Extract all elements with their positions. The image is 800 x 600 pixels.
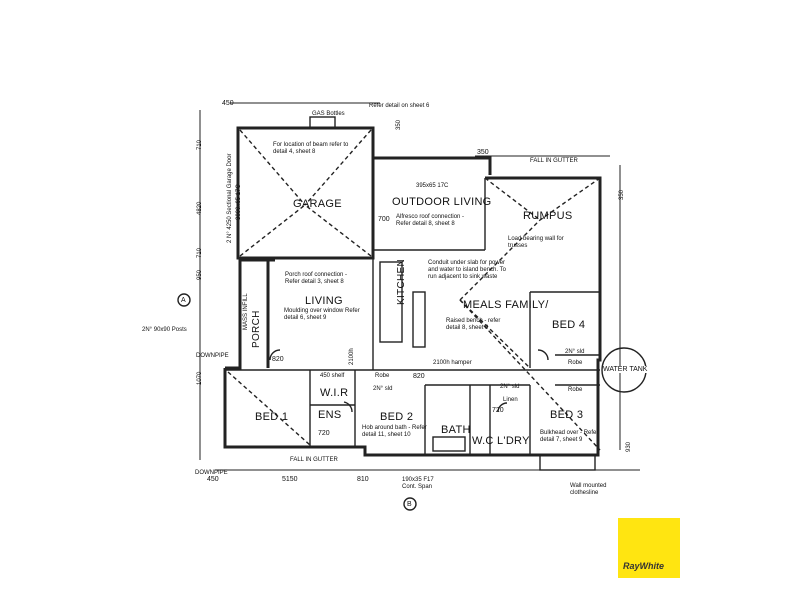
note-clothesline: Wall mounted clothesline xyxy=(570,483,607,496)
note-robe-bed4: Robe xyxy=(568,360,583,366)
note-mass-infill: MASS INFILL xyxy=(243,293,249,330)
note-window: 3000x65 17C xyxy=(236,184,242,220)
dim-710-b: 710 xyxy=(197,247,203,258)
room-bed2: BED 2 xyxy=(380,411,414,423)
room-rumpus: RUMPUS xyxy=(523,210,573,222)
dim-710-a: 710 xyxy=(197,139,203,150)
note-beam: For location of beam refer to detail 4, … xyxy=(273,142,349,155)
dim-950: 950 xyxy=(197,269,203,280)
room-water-tank: WATER TANK xyxy=(603,366,648,373)
room-ldry: L'DRY xyxy=(497,435,530,447)
dim-4820: 4820 xyxy=(197,201,203,215)
dim-930: 930 xyxy=(626,441,632,452)
dim-820-b: 820 xyxy=(413,373,425,380)
dim-1070: 1070 xyxy=(197,371,203,385)
dim-720-a: 720 xyxy=(318,430,330,437)
room-wc: W.C xyxy=(472,435,494,447)
room-wir: W.I.R xyxy=(320,387,349,399)
section-marker-a: A xyxy=(181,297,186,304)
note-linen: Linen xyxy=(503,397,518,403)
note-garage-door: 2 N° 4250 Sectional Garage Door xyxy=(227,153,233,243)
note-posts: 2N° 90x90 Posts xyxy=(142,327,187,333)
note-downpipe-left: DOWNPIPE xyxy=(195,470,228,476)
room-ens: ENS xyxy=(318,409,342,421)
note-load-bearing: Load bearing wall for trusses xyxy=(508,236,564,249)
note-2sld-bed4: 2N° sld xyxy=(565,349,585,355)
note-2sld-wc: 2N° sld xyxy=(500,384,520,390)
note-refer-sheet6: Refer detail on sheet 6 xyxy=(369,103,430,109)
dim-450-top: 450 xyxy=(222,100,234,107)
dim-350-r2: 350 xyxy=(619,189,625,200)
room-meals-family: MEALS FAMILY/ xyxy=(463,299,549,311)
note-fall-gutter-top: FALL IN GUTTER xyxy=(530,158,578,164)
note-hamper: 2100h hamper xyxy=(433,360,472,366)
room-garage: GARAGE xyxy=(293,198,342,210)
raywhite-logo-text: RayWhite xyxy=(623,561,665,571)
dim-450-bot: 450 xyxy=(207,476,219,483)
note-fall-gutter-bottom: FALL IN GUTTER xyxy=(290,457,338,463)
note-downpipe-right: DOWNPIPE xyxy=(196,353,229,359)
note-robe-bed3: Robe xyxy=(568,387,583,393)
note-alfresco-roof: Alfresco roof connection - Refer detail … xyxy=(396,214,465,227)
note-robe-bed2: Robe xyxy=(375,373,390,379)
room-outdoor-living: OUTDOOR LIVING xyxy=(392,196,492,208)
room-bath: BATH xyxy=(441,424,471,436)
dim-810: 810 xyxy=(357,476,369,483)
room-bed1: BED 1 xyxy=(255,411,289,423)
note-porch-roof: Porch roof connection - Refer detail 3, … xyxy=(285,272,348,285)
note-shelf: 450 shelf xyxy=(320,373,345,379)
note-2sld-bed2: 2N° sld xyxy=(373,386,393,392)
note-raised-bench: Raised bench - refer detail 8, sheet 9 xyxy=(446,318,501,331)
room-living: LIVING xyxy=(305,295,343,307)
note-bulkhead: Bulkhead over - Refer detail 7, sheet 9 xyxy=(540,430,599,443)
note-lintel: 190x35 F17 Cont. Span xyxy=(402,477,434,490)
room-kitchen: KITCHEN xyxy=(396,259,407,305)
dim-350-top: 350 xyxy=(396,119,402,130)
dim-700: 700 xyxy=(378,216,390,223)
room-bed3: BED 3 xyxy=(550,409,584,421)
note-hob-bath: Hob around bath - Refer detail 11, sheet… xyxy=(362,425,427,438)
note-moulding: Moulding over window Refer detail 6, she… xyxy=(284,308,360,321)
dim-720-b: 720 xyxy=(492,407,504,414)
dim-820-a: 820 xyxy=(272,356,284,363)
dim-5150: 5150 xyxy=(282,476,298,483)
dim-2100h: 2100h xyxy=(349,348,355,365)
note-alfresco-beam: 395x65 17C xyxy=(416,183,449,189)
room-bed4: BED 4 xyxy=(552,319,586,331)
dim-350-r1: 350 xyxy=(477,149,489,156)
raywhite-logo: RayWhite xyxy=(618,518,680,578)
room-porch: PORCH xyxy=(251,310,262,348)
section-marker-b: B xyxy=(407,501,412,508)
note-conduit: Conduit under slab for power and water t… xyxy=(428,260,506,280)
note-gas-bottles: GAS Bottles xyxy=(312,111,345,117)
